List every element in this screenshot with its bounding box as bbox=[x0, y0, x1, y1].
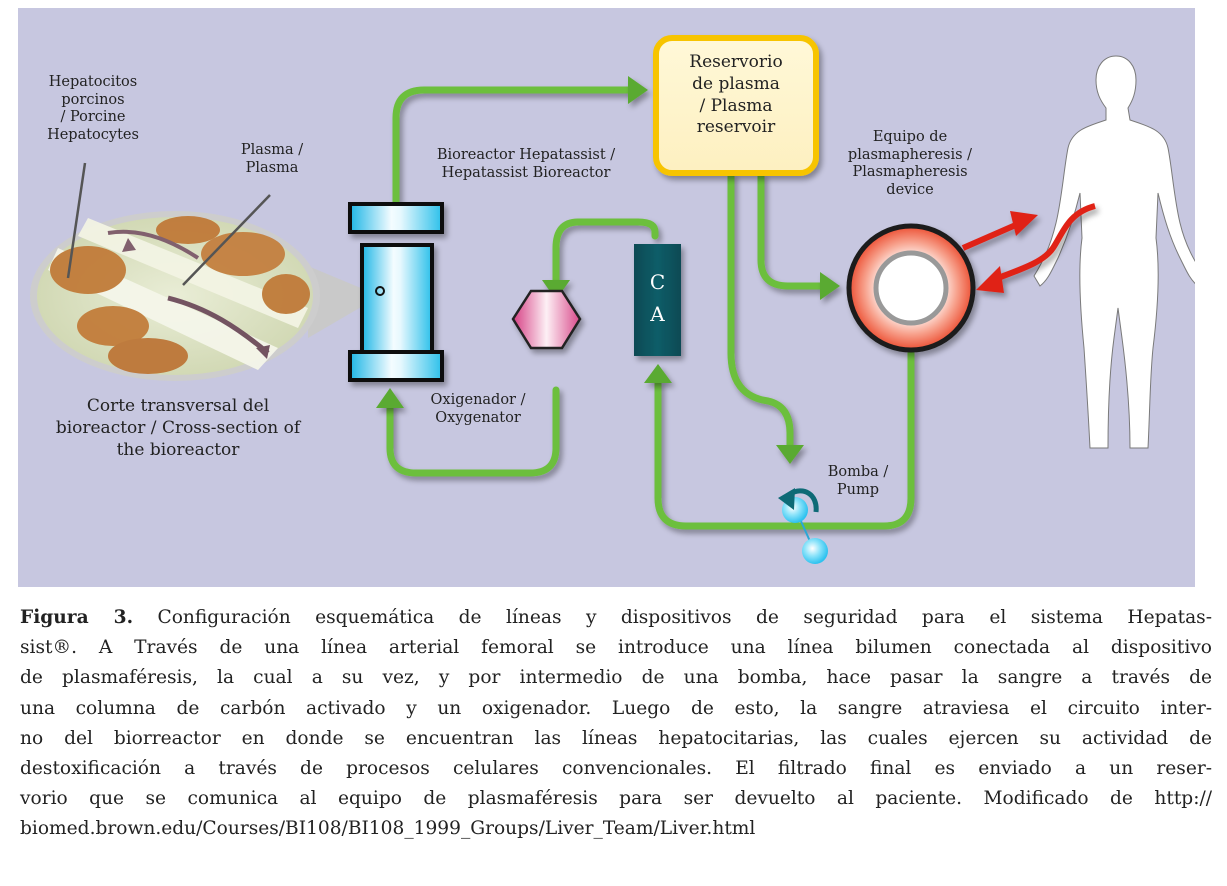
green-tubing-lines bbox=[386, 86, 915, 530]
label-line: plasmapheresis / bbox=[847, 146, 973, 163]
human-body-silhouette-icon bbox=[1033, 55, 1195, 449]
pump-icon bbox=[778, 488, 828, 564]
label-line: Bomba / bbox=[827, 464, 889, 480]
label-line: Corte transversal del bbox=[86, 396, 270, 416]
caption-line: Figura 3. Configuración esquemática de l… bbox=[20, 603, 1212, 633]
label-pump: Bomba / Pump bbox=[813, 464, 903, 499]
flow-arrowheads bbox=[376, 76, 840, 464]
label-line: Reservorio bbox=[689, 52, 783, 72]
label-line: / Plasma bbox=[699, 95, 773, 116]
plasmapheresis-device bbox=[846, 223, 976, 353]
label-line: de plasma bbox=[692, 73, 780, 94]
label-line: Hepatocytes bbox=[47, 127, 139, 144]
label-line: Bioreactor Hepatassist / bbox=[436, 147, 616, 163]
bioreactor-port bbox=[375, 286, 385, 296]
label-line: bioreactor / Cross-section of bbox=[55, 418, 301, 439]
label-line: Plasma bbox=[245, 159, 299, 176]
label-plasmapheresis: Equipo de plasmapheresis / Plasmapheresi… bbox=[830, 129, 990, 200]
caption-source-url: biomed.brown.edu/Courses/BI108/BI108_199… bbox=[20, 818, 756, 840]
caption-line: una columna de carbón activado y un oxig… bbox=[20, 697, 1212, 719]
label-line: reservoir bbox=[696, 117, 776, 138]
label-activated-carbon: C A bbox=[634, 266, 681, 330]
caption-label: Figura 3. bbox=[20, 607, 134, 628]
blood-lines bbox=[961, 203, 1096, 293]
plasma-reservoir-box bbox=[653, 35, 819, 176]
label-line: C bbox=[649, 270, 666, 294]
caption-line: vorio que se comunica al equipo de plasm… bbox=[20, 788, 1212, 810]
caption-line: destoxificación a través de procesos cel… bbox=[20, 758, 1212, 780]
label-line: Plasma / bbox=[240, 142, 304, 158]
label-line: Oxygenator bbox=[435, 409, 521, 426]
label-line: device bbox=[886, 182, 934, 199]
hepatassist-schematic-figure: Hepatocitos porcinos / Porcine Hepatocyt… bbox=[18, 8, 1195, 587]
label-line: Hepatassist Bioreactor bbox=[441, 164, 611, 181]
label-line: porcinos bbox=[61, 91, 125, 108]
oxygenator-hexagon bbox=[511, 289, 582, 350]
label-plasma: Plasma / Plasma bbox=[232, 142, 312, 177]
figure-caption: Figura 3. Configuración esquemática de l… bbox=[20, 603, 1212, 845]
label-line: the bioreactor bbox=[116, 440, 240, 461]
label-oxygenator: Oxigenador / Oxygenator bbox=[418, 392, 538, 427]
plasma-pointer-line bbox=[182, 194, 271, 286]
hepatocytes-pointer-line bbox=[66, 162, 87, 279]
cross-section-magnifier-icon bbox=[30, 211, 386, 381]
activated-carbon-column bbox=[634, 244, 681, 356]
label-line: A bbox=[650, 302, 665, 326]
label-reservoir: Reservorio de plasma / Plasma reservoir bbox=[658, 52, 814, 139]
schematic-diagram bbox=[30, 35, 1195, 564]
label-hepatocytes: Hepatocitos porcinos / Porcine Hepatocyt… bbox=[38, 74, 148, 145]
label-line: Oxigenador / bbox=[430, 392, 526, 408]
caption-line: sist®. A Través de una línea arterial fe… bbox=[20, 637, 1212, 659]
caption-line: no del biorreactor en donde se encuentra… bbox=[20, 727, 1212, 749]
label-line: Hepatocitos bbox=[48, 74, 138, 90]
caption-line: de plasmaféresis, la cual a su vez, y po… bbox=[20, 667, 1212, 689]
label-line: Equipo de bbox=[872, 129, 948, 145]
label-cross-section: Corte transversal del bioreactor / Cross… bbox=[28, 395, 328, 461]
label-line: Pump bbox=[836, 481, 880, 498]
bioreactor-column bbox=[348, 202, 444, 382]
label-bioreactor: Bioreactor Hepatassist / Hepatassist Bio… bbox=[416, 147, 636, 182]
label-line: / Porcine bbox=[60, 109, 126, 126]
caption-text: Configuración esquemática de líneas y di… bbox=[133, 607, 1213, 628]
label-line: Plasmapheresis bbox=[852, 164, 968, 181]
